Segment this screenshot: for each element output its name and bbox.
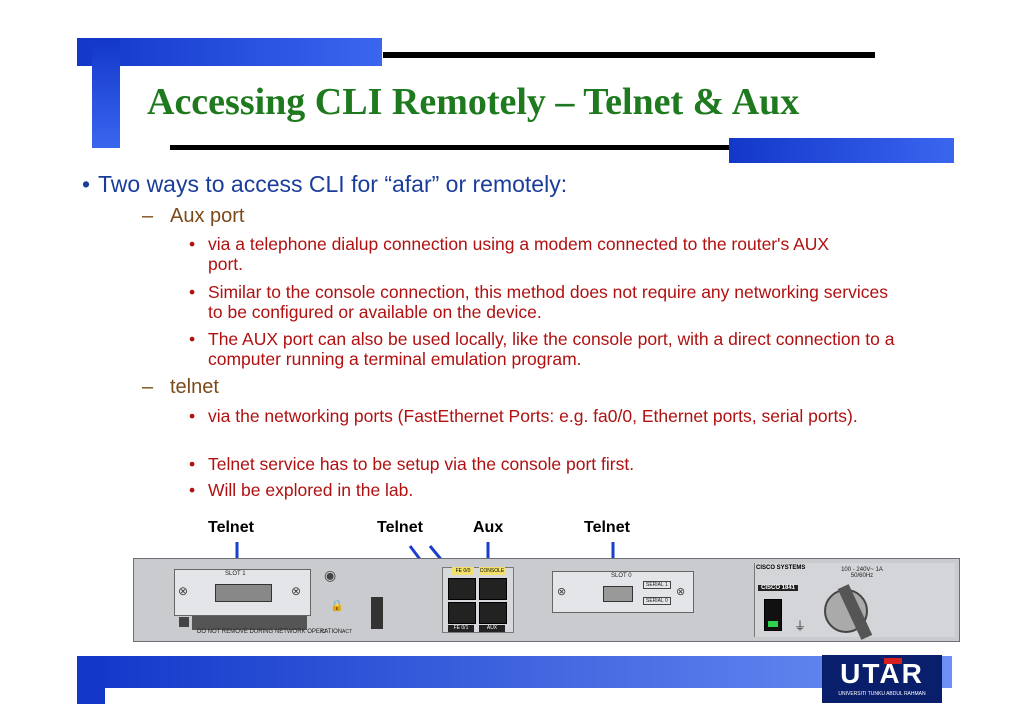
ground-screw xyxy=(179,617,189,627)
slot0-label: SLOT 0 xyxy=(611,573,632,579)
lock-icon: 🔒 xyxy=(330,600,344,612)
aux-port[interactable] xyxy=(479,602,507,624)
sub-bullet-text: Aux port xyxy=(170,205,245,227)
screw-icon: ⊗ xyxy=(557,586,567,598)
aux-label: AUX xyxy=(479,625,505,632)
detail-bullet: • Telnet service has to be setup via the… xyxy=(189,454,868,474)
bullet-dot-icon: • xyxy=(189,329,196,349)
dash-icon: – xyxy=(142,205,154,227)
detail-text: Telnet service has to be setup via the c… xyxy=(208,454,635,474)
detail-text: Will be explored in the lab. xyxy=(208,480,414,500)
detail-bullet: • The AUX port can also be used locally,… xyxy=(189,329,933,369)
logo-text: UTAR xyxy=(840,658,924,689)
screw-icon: ◉ xyxy=(324,567,337,583)
slot1-card: SLOT 1 ⊗ ⊗ xyxy=(174,569,311,616)
cisco-brand: CISCO SYSTEMS xyxy=(756,565,806,571)
utar-logo: UTAR UNIVERSITI TUNKU ABDUL RAHMAN xyxy=(822,655,942,703)
wic-port xyxy=(215,584,272,602)
dash-icon: – xyxy=(142,376,154,398)
sub-bullet-text: telnet xyxy=(170,376,219,398)
serial0-label: SERIAL 0 xyxy=(643,597,671,605)
act-label: ACT xyxy=(342,629,352,635)
bullet-dot-icon: • xyxy=(189,480,196,500)
fe01-port[interactable] xyxy=(448,602,476,624)
warning-label: DO NOT REMOVE DURING NETWORK OPERATION xyxy=(197,629,343,635)
bottom-left-blue-bar xyxy=(77,656,105,704)
sub-bullet-aux: – Aux port xyxy=(142,205,245,228)
logo-subtitle: UNIVERSITI TUNKU ABDUL RAHMAN xyxy=(838,691,926,697)
serial1-label: SERIAL 1 xyxy=(643,581,671,589)
detail-text: via a telephone dialup connection using … xyxy=(208,234,830,274)
label-telnet-3: Telnet xyxy=(584,519,630,536)
fe00-label: FE 0/0 xyxy=(452,567,474,575)
detail-bullet: • via the networking ports (FastEthernet… xyxy=(189,406,918,426)
model-label: CISCO 1841 xyxy=(758,585,799,591)
slot0-card: SLOT 0 SERIAL 1 SERIAL 0 ⊗ ⊗ xyxy=(552,571,694,613)
serial-connector[interactable] xyxy=(603,586,633,602)
detail-bullet: • via a telephone dialup connection usin… xyxy=(189,234,868,274)
screw-icon: ⊗ xyxy=(178,584,189,598)
usb-port xyxy=(371,597,383,629)
detail-text: Similar to the console connection, this … xyxy=(208,282,888,322)
ground-icon: ⏚ xyxy=(794,619,807,633)
bullet-dot-icon: • xyxy=(189,234,196,254)
bullet-dot-icon: • xyxy=(189,454,196,474)
cf-label: CF xyxy=(321,629,328,635)
screw-icon: ⊗ xyxy=(291,584,302,598)
top-left-blue-bar xyxy=(77,38,382,66)
detail-text: via the networking ports (FastEthernet P… xyxy=(208,406,858,426)
left-vertical-blue-bar xyxy=(92,38,120,148)
detail-bullet: • Similar to the console connection, thi… xyxy=(189,282,888,322)
bullet-text: Two ways to access CLI for “afar” or rem… xyxy=(98,171,568,197)
sub-bullet-telnet: – telnet xyxy=(142,376,219,399)
power-switch[interactable] xyxy=(764,599,782,631)
slot1-label: SLOT 1 xyxy=(225,571,246,577)
title-underline xyxy=(170,145,730,150)
bullet-dot-icon: • xyxy=(189,406,196,426)
console-port[interactable] xyxy=(479,578,507,600)
bullet-level0: • Two ways to access CLI for “afar” or r… xyxy=(82,171,568,198)
label-telnet-1: Telnet xyxy=(208,519,254,536)
power-led xyxy=(768,621,778,627)
detail-bullet: • Will be explored in the lab. xyxy=(189,480,868,500)
bullet-dot-icon: • xyxy=(189,282,196,302)
top-black-line xyxy=(383,52,875,58)
detail-text: The AUX port can also be used locally, l… xyxy=(208,329,895,369)
label-telnet-2: Telnet xyxy=(377,519,423,536)
right-blue-bar xyxy=(729,138,954,163)
fe01-label: FE 0/1 xyxy=(448,625,474,632)
logo-red-accent xyxy=(884,658,902,664)
label-aux: Aux xyxy=(473,519,504,536)
fe00-port[interactable] xyxy=(448,578,476,600)
bottom-blue-bar xyxy=(77,656,952,688)
router-rear-panel: SLOT 1 ⊗ ⊗ DO NOT REMOVE DURING NETWORK … xyxy=(133,558,960,642)
slide-title: Accessing CLI Remotely – Telnet & Aux xyxy=(147,81,800,123)
power-rating: 100 - 240V~ 1A 50/60Hz xyxy=(841,567,883,579)
blank-slot xyxy=(192,616,307,630)
console-label: CONSOLE xyxy=(479,567,505,575)
bullet-dot-icon: • xyxy=(82,171,91,197)
screw-icon: ⊗ xyxy=(676,586,686,598)
